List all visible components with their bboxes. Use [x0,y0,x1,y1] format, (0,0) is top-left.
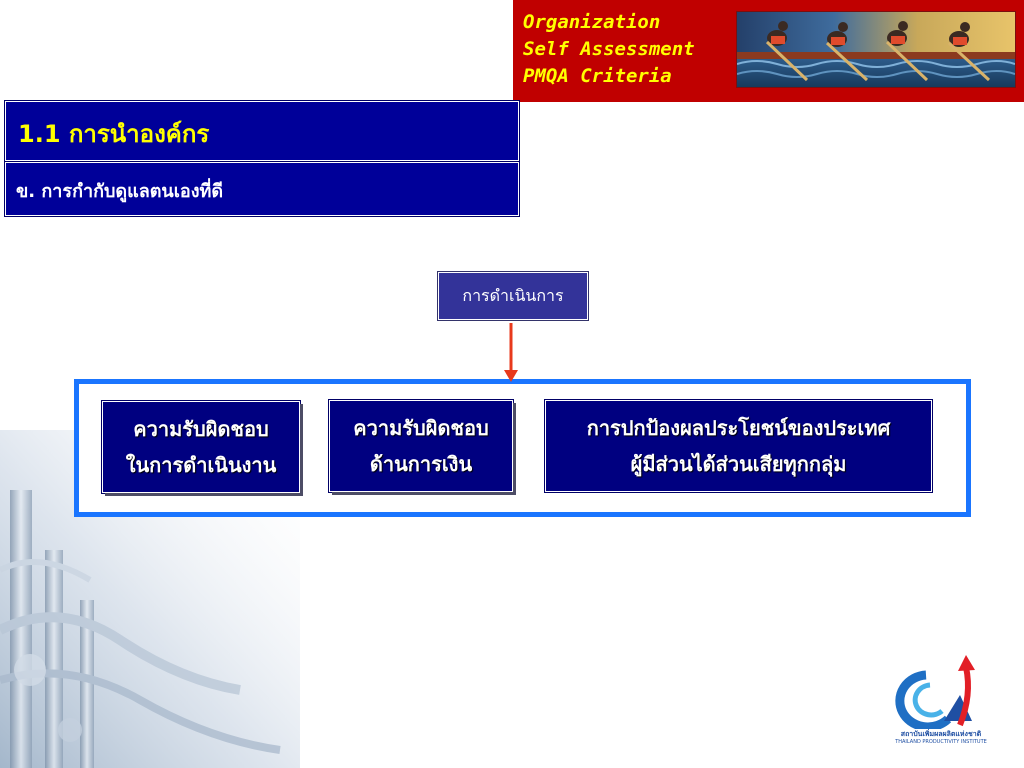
section-title-bar: 1.1 การนำองค์กร [5,101,519,161]
section-subtitle-bar: ข. การกำกับดูแลตนเองที่ดี [5,162,519,216]
header-line-pmqa-criteria: PMQA Criteria [523,63,695,90]
operations-node: การดำเนินการ [438,272,588,320]
logo-english-name: THAILAND PRODUCTIVITY INSTITUTE [886,739,996,745]
box-line: ความรับผิดชอบ [103,411,299,447]
stakeholder-protection-box: การปกป้องผลประโยชน์ของประเทศ ผู้มีส่วนได… [545,400,932,492]
box-line: ในการดำเนินงาน [103,447,299,483]
rowing-team-image [736,11,1016,88]
box-line: ผู้มีส่วนได้ส่วนเสียทุกกลุ่ม [546,446,931,482]
header-banner: Organization Self Assessment PMQA Criter… [513,0,1024,102]
box-line: ความรับผิดชอบ [330,410,512,446]
page-title: 1.1 การนำองค์กร [18,114,209,153]
header-title: Organization Self Assessment PMQA Criter… [523,9,695,90]
page-subtitle: ข. การกำกับดูแลตนเองที่ดี [16,176,223,205]
header-line-organization: Organization [523,9,695,36]
tpi-logo-mark [886,655,996,729]
box-line: ด้านการเงิน [330,446,512,482]
tpi-logo: สถาบันเพิ่มผลผลิตแห่งชาติ THAILAND PRODU… [886,655,996,755]
financial-responsibility-box: ความรับผิดชอบ ด้านการเงิน [329,400,513,492]
header-line-self-assessment: Self Assessment [523,36,695,63]
operational-responsibility-box: ความรับผิดชอบ ในการดำเนินงาน [102,401,300,493]
box-line: การปกป้องผลประโยชน์ของประเทศ [546,410,931,446]
